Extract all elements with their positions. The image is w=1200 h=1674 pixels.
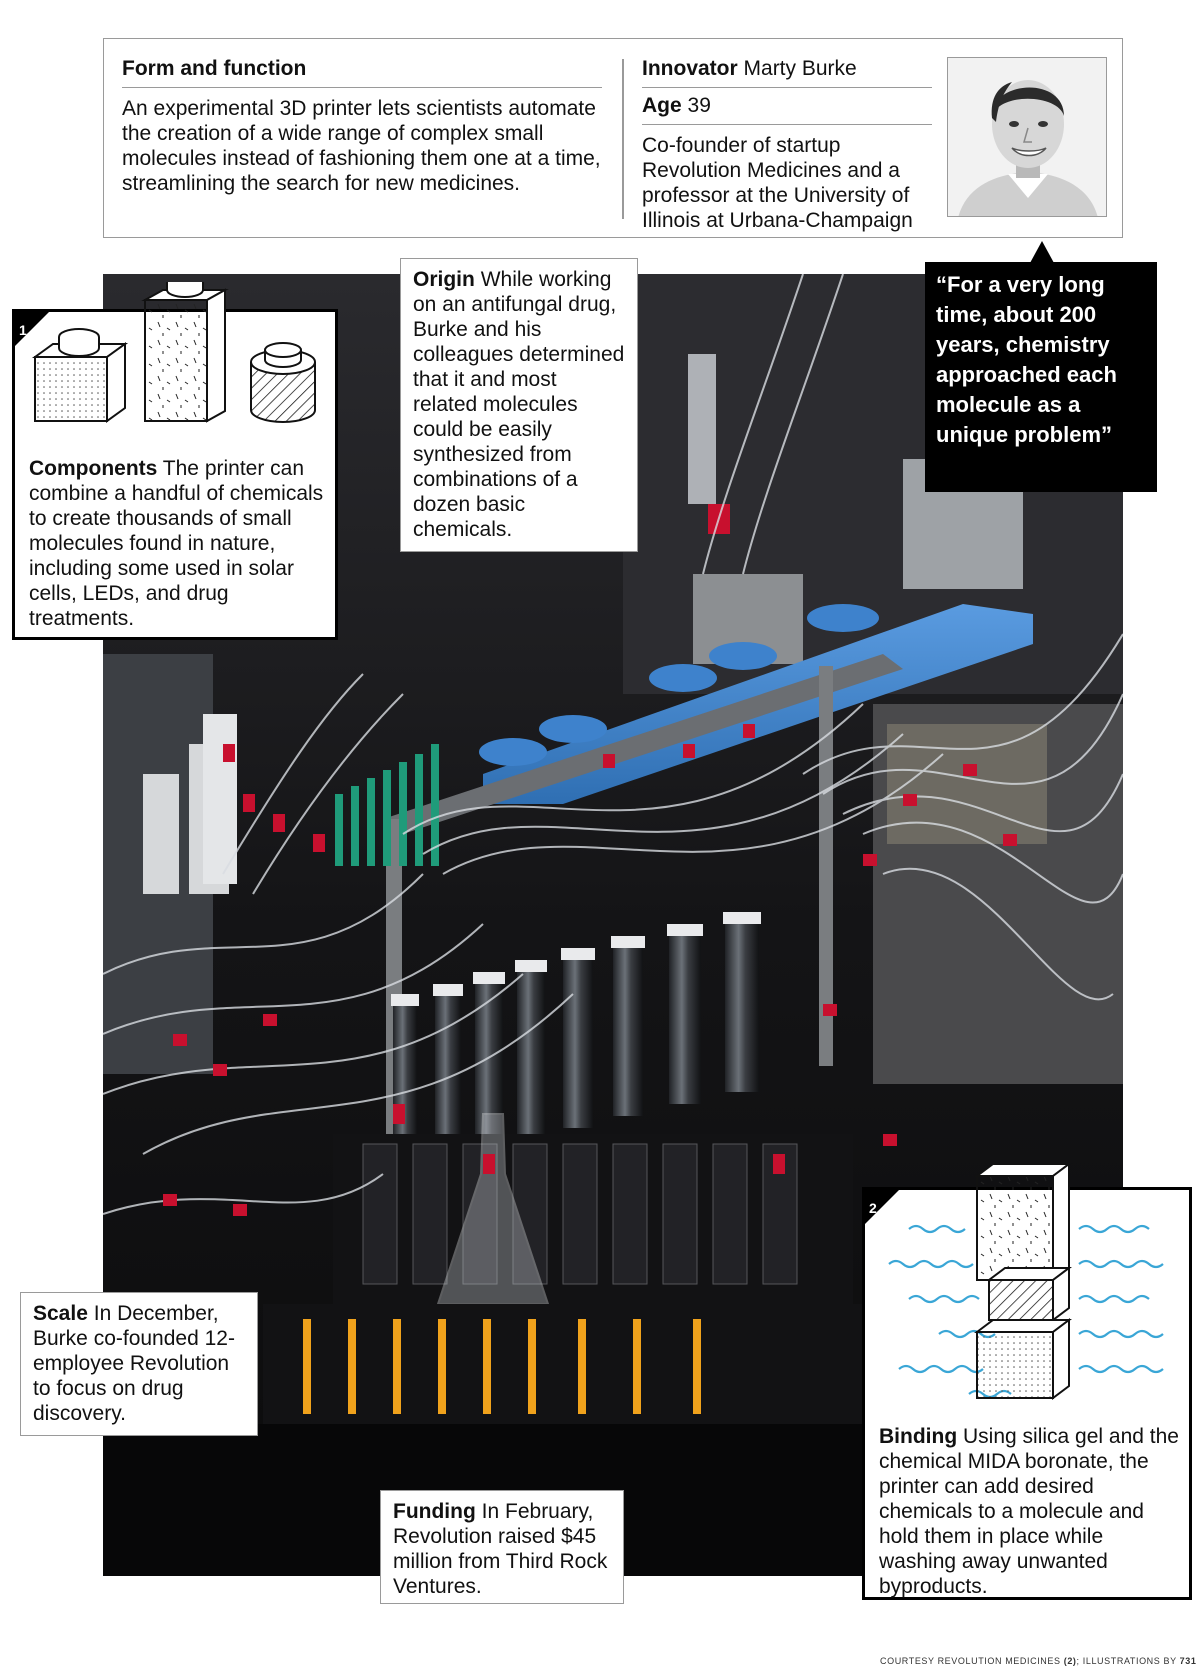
silica-binding-icon — [888, 1162, 1164, 1400]
molecule-blocks-icon — [31, 282, 316, 423]
portrait-illustration — [948, 58, 1106, 216]
credit-count: (2) — [1063, 1656, 1077, 1666]
section-description: An experimental 3D printer lets scientis… — [122, 97, 601, 195]
funding-note: Funding In February, Revolution raised $… — [380, 1490, 624, 1604]
innovator-row: Innovator Marty Burke — [642, 57, 932, 88]
binding-heading: Binding — [879, 1425, 958, 1448]
origin-heading: Origin — [413, 268, 475, 291]
quote-pointer — [1030, 241, 1054, 263]
age-value: 39 — [687, 94, 711, 117]
innovator-label: Innovator — [642, 57, 738, 80]
credit-middle: ; ILLUSTRATIONS BY — [1076, 1656, 1177, 1666]
section-title: Form and function — [122, 57, 602, 88]
header-box: Form and function An experimental 3D pri… — [103, 38, 1123, 238]
binding-body: Using silica gel and the chemical MIDA b… — [879, 1425, 1179, 1598]
funding-body: In February, Revolution raised $45 milli… — [393, 1500, 608, 1598]
binding-note: 2. Bindin — [862, 1162, 1192, 1600]
binding-text: Binding Using silica gel and the chemica… — [879, 1424, 1179, 1599]
funding-heading: Funding — [393, 1500, 476, 1523]
age-row: Age 39 — [642, 94, 932, 125]
scale-note: Scale In December, Burke co-founded 12-e… — [20, 1292, 258, 1436]
credit-artist: 731 — [1179, 1656, 1197, 1666]
age-label: Age — [642, 94, 682, 117]
innovator-bio: Co-founder of startup Revolution Medicin… — [642, 134, 913, 232]
binding-number: 2. — [869, 1200, 881, 1216]
components-note: 1. Components The printer can combine a … — [12, 282, 338, 640]
origin-body: While working on an antifungal drug, Bur… — [413, 268, 625, 541]
header-left: Form and function An experimental 3D pri… — [122, 57, 602, 196]
innovator-name: Marty Burke — [743, 57, 857, 80]
components-body: The printer can combine a handful of che… — [29, 457, 324, 630]
components-heading: Components — [29, 457, 158, 480]
number-badge — [862, 1187, 902, 1227]
header-divider — [622, 59, 624, 219]
number-badge — [12, 309, 52, 349]
innovator-info: Innovator Marty Burke Age 39 Co-founder … — [642, 57, 932, 233]
components-number: 1. — [19, 322, 31, 338]
scale-body: In December, Burke co-founded 12-employe… — [33, 1302, 235, 1425]
origin-note: Origin While working on an antifungal dr… — [400, 258, 638, 552]
photo-credit: COURTESY REVOLUTION MEDICINES (2); ILLUS… — [880, 1656, 1196, 1666]
scale-heading: Scale — [33, 1302, 88, 1325]
portrait-photo — [947, 57, 1107, 217]
components-text: Components The printer can combine a han… — [29, 456, 329, 631]
credit-prefix: COURTESY REVOLUTION MEDICINES — [880, 1656, 1061, 1666]
pull-quote: “For a very long time, about 200 years, … — [925, 262, 1157, 492]
